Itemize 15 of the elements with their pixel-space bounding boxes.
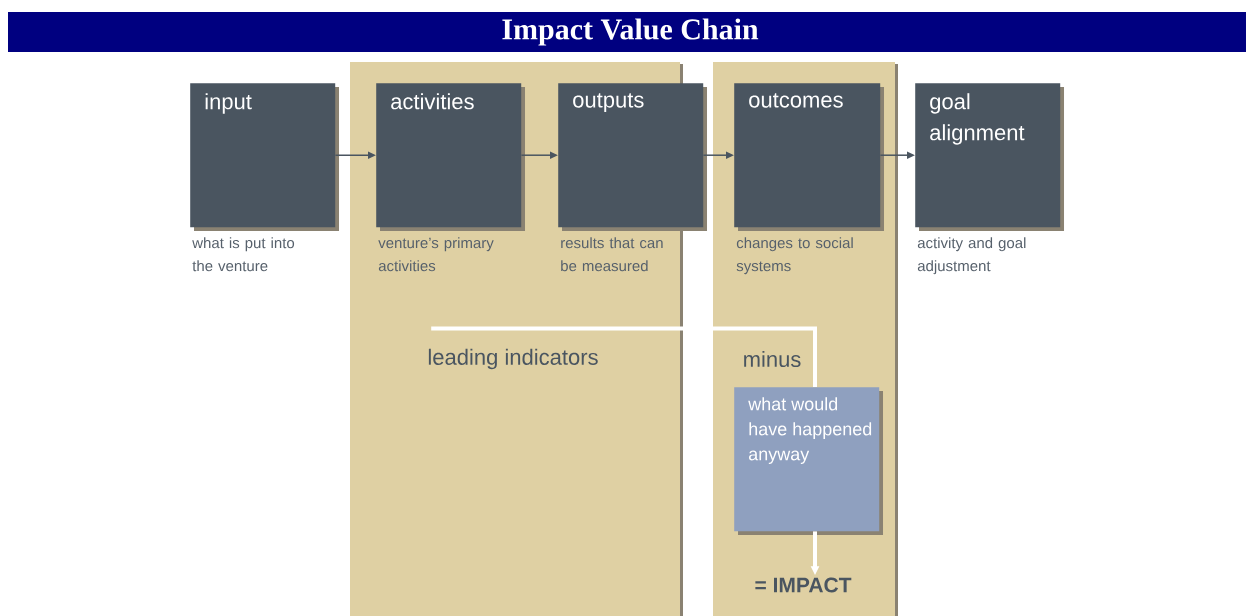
- caption-text: activity and goal adjustment: [917, 237, 1026, 275]
- note-box: what would have happened anyway: [734, 387, 883, 535]
- stage-box: activities: [376, 83, 525, 231]
- stage-box: outcomes: [734, 83, 884, 231]
- indicator-label: minus: [744, 350, 801, 368]
- stage-box: goal alignment: [915, 83, 1064, 231]
- title-bar: Impact Value Chain: [8, 12, 1246, 52]
- caption-text: venture’s primary activities: [378, 237, 494, 272]
- caption-text: what is put into the venture: [192, 237, 295, 272]
- stage-box: outputs: [558, 83, 707, 231]
- result-label: = IMPACT: [755, 577, 852, 593]
- caption-text: changes to social systems: [736, 237, 853, 275]
- stage-box: input: [190, 83, 339, 231]
- caption-text: results that can be measured: [561, 237, 663, 272]
- indicator-label: leading indicators: [428, 348, 598, 370]
